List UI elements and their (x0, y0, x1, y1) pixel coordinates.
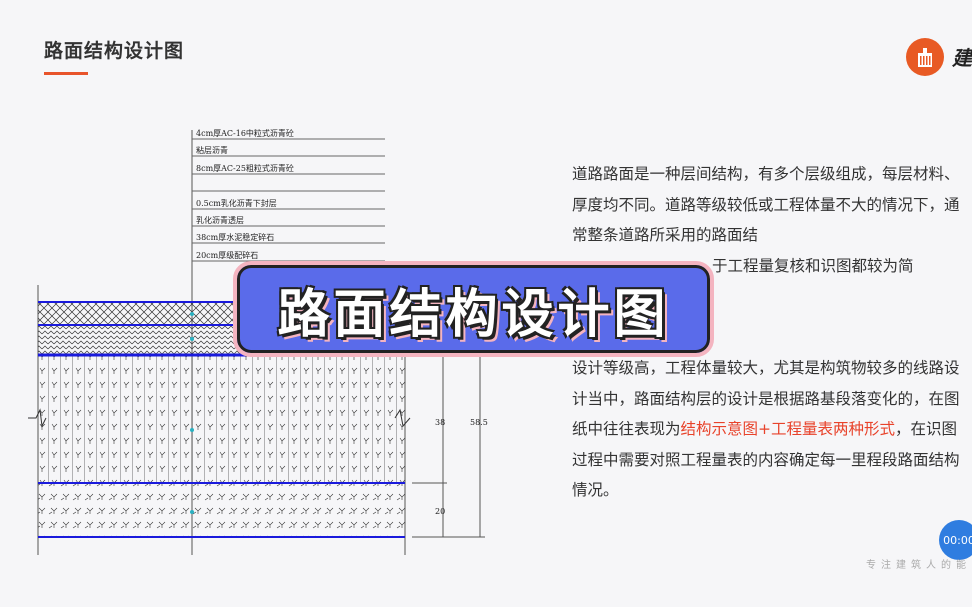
highlight-text: 结构示意图+工程量表两种形式 (680, 420, 896, 438)
dimension-label: 20 (435, 507, 445, 516)
intro-paragraph: 道路路面是一种层间结构，有多个层级组成，每层材料、厚度均不同。道路等级较低或工程… (572, 159, 962, 281)
paragraph-text: ，在识图过程中需要对照工程量表的内容确定每一里程段路面结构情况。 (572, 420, 960, 499)
paragraph-text: 设计等级高，工程体量较大，尤其是构筑物较多的线路设计当中，路面结构层的设计是根据… (572, 359, 960, 438)
paragraph-text: 道路路面是一种层间结构，有多个层级组成，每层材料、厚度均不同。道路等级较低或工程… (572, 165, 960, 244)
title-banner: 路面结构设计图 (233, 261, 714, 357)
dimension-label: 58.5 (470, 418, 488, 427)
layer-label: 粘层沥青 (196, 145, 228, 155)
layer-labels: 4cm厚AC-16中粒式沥青砼 粘层沥青 8cm厚AC-25粗粒式沥青砼 0.5… (191, 128, 385, 555)
logo-text: 建 (952, 46, 972, 70)
layer-label: 0.5cm乳化沥青下封层 (196, 198, 277, 208)
layer-label: 4cm厚AC-16中粒式沥青砼 (196, 128, 294, 138)
building-icon (906, 38, 944, 76)
title-underline (44, 72, 88, 75)
page-title: 路面结构设计图 (44, 40, 185, 62)
pavement-section: 38 20 58.5 (28, 285, 488, 555)
detail-paragraph: 设计等级高，工程体量较大，尤其是构筑物较多的线路设计当中，路面结构层的设计是根据… (572, 353, 962, 506)
timer-button[interactable]: 00:00 (939, 520, 972, 560)
layer-label: 20cm厚级配碎石 (196, 250, 258, 260)
layer-label: 38cm厚水泥稳定碎石 (196, 232, 274, 242)
layer-label: 乳化沥青透层 (196, 215, 244, 225)
slogan-watermark: 专注建筑人的能 (866, 560, 971, 571)
banner-text: 路面结构设计图 (277, 284, 670, 345)
dimension-label: 38 (435, 418, 445, 427)
paragraph-text: 于工程量复核和识图都较为简 (712, 256, 914, 275)
layer-label: 8cm厚AC-25粗粒式沥青砼 (196, 163, 294, 173)
